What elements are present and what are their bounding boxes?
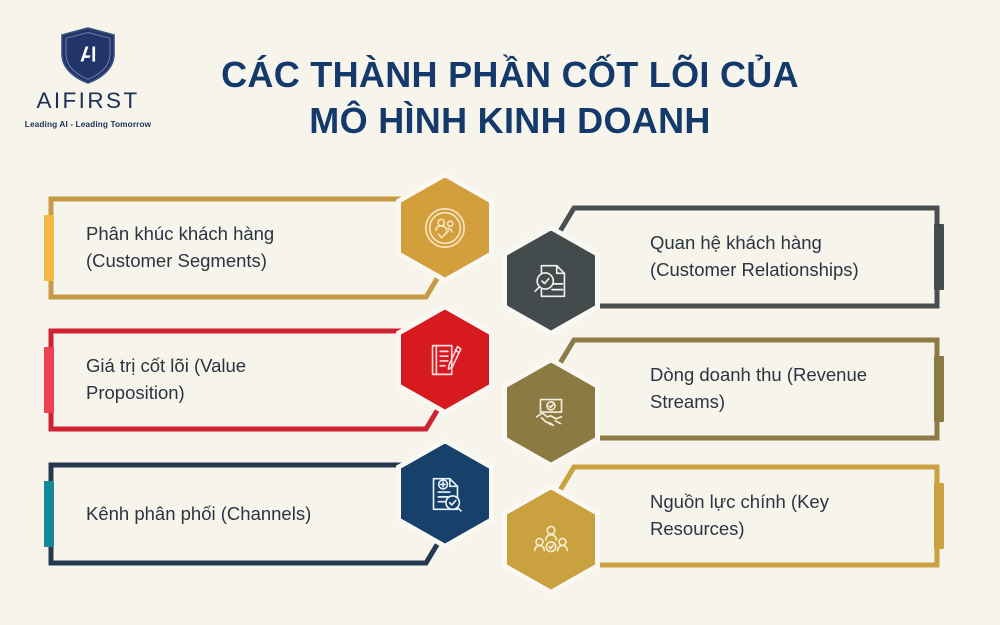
card-label-line-2: Proposition) xyxy=(86,382,185,403)
card-accent-bar xyxy=(44,215,54,281)
card-key-resources[interactable]: Nguồn lực chính (Key Resources) xyxy=(550,464,944,568)
card-accent-bar xyxy=(934,224,944,290)
card-accent-bar xyxy=(44,481,54,547)
hex-value-proposition[interactable] xyxy=(401,309,489,410)
card-label: Kênh phân phối (Channels) xyxy=(86,462,362,566)
hex-revenue-streams[interactable] xyxy=(507,362,595,463)
card-outline xyxy=(48,462,450,566)
shield-icon xyxy=(61,27,115,84)
hex-frame-channels xyxy=(396,438,494,549)
card-outline xyxy=(550,337,940,441)
hex-customer-relationships[interactable] xyxy=(507,230,595,331)
brand-logo: AIFIRST Leading AI - Leading Tomorrow xyxy=(22,24,154,129)
card-channels[interactable]: Kênh phân phối (Channels) xyxy=(44,462,450,566)
card-outline xyxy=(550,464,940,568)
card-label-line-1: Phân khúc khách hàng xyxy=(86,223,275,245)
card-label-line-2: (Customer Segments) xyxy=(86,250,267,271)
card-label-line-1: Nguồn lực chính (Key xyxy=(650,491,829,513)
card-label-line-1: Giá trị cốt lõi (Value xyxy=(86,355,247,377)
logo-tagline: Leading AI - Leading Tomorrow xyxy=(24,119,152,129)
card-accent-bar xyxy=(934,483,944,549)
card-value-proposition[interactable]: Giá trị cốt lõi (Value Proposition) xyxy=(44,328,450,432)
hex-channels[interactable] xyxy=(401,443,489,544)
card-outline xyxy=(550,205,940,309)
team-check-icon xyxy=(533,525,569,552)
users-check-icon xyxy=(425,207,465,248)
card-label-line-1: Quan hệ khách hàng xyxy=(650,232,822,254)
document-plus-check-icon xyxy=(432,477,462,512)
hex-key-resources[interactable] xyxy=(507,489,595,590)
card-accent-bar xyxy=(934,356,944,422)
document-pencil-icon xyxy=(431,344,462,375)
card-label: Giá trị cốt lõi (Value Proposition) xyxy=(86,328,362,432)
logo-wordmark: AIFIRST xyxy=(36,88,140,113)
card-outline xyxy=(48,328,450,432)
card-revenue-streams[interactable]: Dòng doanh thu (Revenue Streams) xyxy=(550,337,944,441)
card-label-line-2: Streams) xyxy=(650,391,726,412)
card-accent-bar xyxy=(44,347,54,413)
card-customer-segments[interactable]: Phân khúc khách hàng (Customer Segments) xyxy=(44,196,450,300)
page-title: CÁC THÀNH PHẦN CỐT LÕI CỦA MÔ HÌNH KINH … xyxy=(180,52,840,144)
hex-customer-segments[interactable] xyxy=(401,177,489,278)
card-label-line-1: Kênh phân phối (Channels) xyxy=(86,502,312,524)
card-customer-relationships[interactable]: Quan hệ khách hàng (Customer Relationshi… xyxy=(550,205,944,309)
card-label: Nguồn lực chính (Key Resources) xyxy=(650,464,900,568)
page-title-line-2: MÔ HÌNH KINH DOANH xyxy=(309,100,711,142)
handshake-check-icon xyxy=(535,398,563,426)
hex-frame-customer-segments xyxy=(396,172,494,283)
document-magnifier-check-icon xyxy=(534,264,566,297)
hex-frame-value-proposition xyxy=(396,304,494,415)
card-label: Phân khúc khách hàng (Customer Segments) xyxy=(86,196,362,300)
page-title-line-1: CÁC THÀNH PHẦN CỐT LÕI CỦA xyxy=(221,54,799,95)
card-label-line-1: Dòng doanh thu (Revenue xyxy=(650,364,868,386)
card-label-line-2: Resources) xyxy=(650,518,745,539)
card-outline xyxy=(48,196,450,300)
card-label: Dòng doanh thu (Revenue Streams) xyxy=(650,337,900,441)
card-label-line-2: (Customer Relationships) xyxy=(650,259,859,280)
card-label: Quan hệ khách hàng (Customer Relationshi… xyxy=(650,205,900,309)
